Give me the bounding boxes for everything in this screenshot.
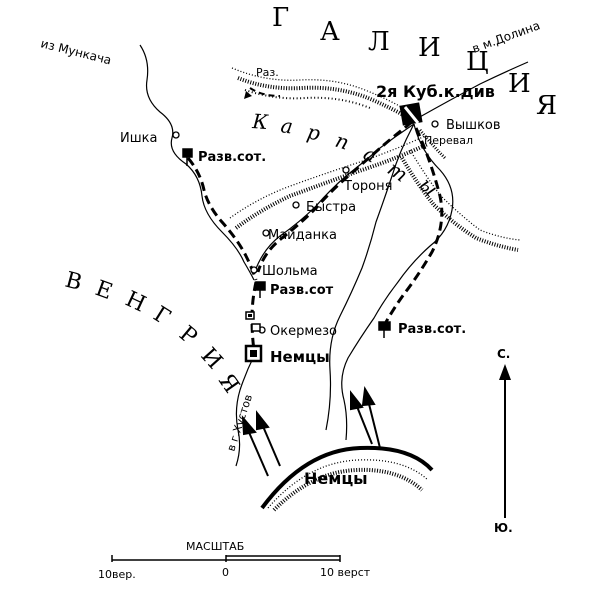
- road-khust: [235, 355, 255, 467]
- place-toronya: Тороня: [343, 179, 392, 194]
- route-east: [384, 127, 444, 323]
- dot-ishka: [172, 131, 180, 139]
- route-ishka: [186, 157, 258, 281]
- road-label-dolina: в м.Долина: [470, 18, 542, 55]
- place-ishka: Ишка: [120, 131, 157, 146]
- svg-text:И: И: [196, 343, 227, 374]
- unit-raz: Раз.: [256, 66, 279, 79]
- flag-icon: [245, 311, 255, 320]
- pass-label: Перевал: [424, 134, 473, 147]
- unit-razv-sot-1: Разв.сот.: [198, 150, 266, 165]
- scout-arrow-icon: [244, 91, 252, 99]
- river-west: [325, 123, 415, 431]
- flag-icon: [255, 281, 266, 298]
- dot-vyshkov: [431, 120, 439, 128]
- flag-icon: [251, 323, 261, 332]
- route-raz: [249, 87, 281, 97]
- place-okermezo: Окермезо: [270, 324, 337, 339]
- division-icon: [399, 102, 423, 126]
- svg-text:Г: Г: [149, 302, 175, 331]
- place-vyshkov: Вышков: [446, 118, 501, 133]
- compass-north: С.: [497, 347, 510, 361]
- advance-arrows: [241, 386, 381, 477]
- scale-right: 10 верст: [320, 566, 371, 579]
- svg-text:Я: Я: [536, 91, 557, 121]
- svg-text:р: р: [305, 119, 323, 145]
- unit-division: 2я Куб.к.див: [376, 82, 495, 101]
- svg-text:Л: Л: [368, 27, 390, 57]
- unit-razv-sot-3: Разв.сот.: [398, 322, 466, 337]
- road-munkach: [139, 44, 255, 281]
- scale-title: МАСШТАБ: [186, 540, 244, 553]
- unit-germans-1: Немцы: [270, 348, 330, 366]
- svg-text:В: В: [62, 268, 84, 296]
- flag-icon: [378, 321, 391, 338]
- dot-sholma: [250, 266, 258, 274]
- road-label-munkach: из Мункача: [39, 36, 113, 67]
- carpathian-ridge: [229, 67, 521, 252]
- svg-text:Е: Е: [92, 276, 116, 305]
- scale-zero: 0: [222, 566, 229, 579]
- region-hungary: В Е Н Г Р И Я: [62, 268, 243, 398]
- compass-south: Ю.: [494, 521, 513, 535]
- svg-text:И: И: [418, 33, 441, 63]
- unit-germans-2: Немцы: [304, 469, 368, 488]
- region-galicia: Г А Л И Ц И Я: [272, 3, 557, 121]
- settlement-dots: [172, 120, 439, 334]
- german-front: [260, 445, 434, 512]
- dot-maidanka: [262, 229, 270, 237]
- svg-text:а: а: [279, 113, 294, 138]
- compass: [499, 364, 511, 518]
- dot-toronya: [342, 166, 350, 174]
- german-unit-icon: [244, 344, 263, 363]
- dot-bystra: [292, 201, 300, 209]
- svg-text:Ц: Ц: [466, 47, 489, 77]
- flag-icon: [182, 148, 193, 166]
- river-east: [341, 123, 454, 441]
- unit-razv-sot-2: Разв.сот: [270, 283, 334, 298]
- svg-text:п: п: [332, 128, 352, 155]
- svg-text:К: К: [251, 109, 270, 134]
- scale-left: 10вер.: [98, 568, 136, 581]
- place-maidanka: Майданка: [268, 228, 337, 243]
- place-bystra: Быстра: [306, 200, 356, 215]
- svg-text:Г: Г: [272, 3, 289, 33]
- svg-text:И: И: [508, 69, 531, 99]
- road-dolina: [417, 61, 529, 119]
- place-sholma: Шольма: [262, 264, 318, 279]
- svg-text:А: А: [320, 17, 340, 47]
- scale-bar: [111, 555, 341, 562]
- svg-text:Р: Р: [174, 321, 202, 350]
- svg-text:Н: Н: [121, 287, 149, 318]
